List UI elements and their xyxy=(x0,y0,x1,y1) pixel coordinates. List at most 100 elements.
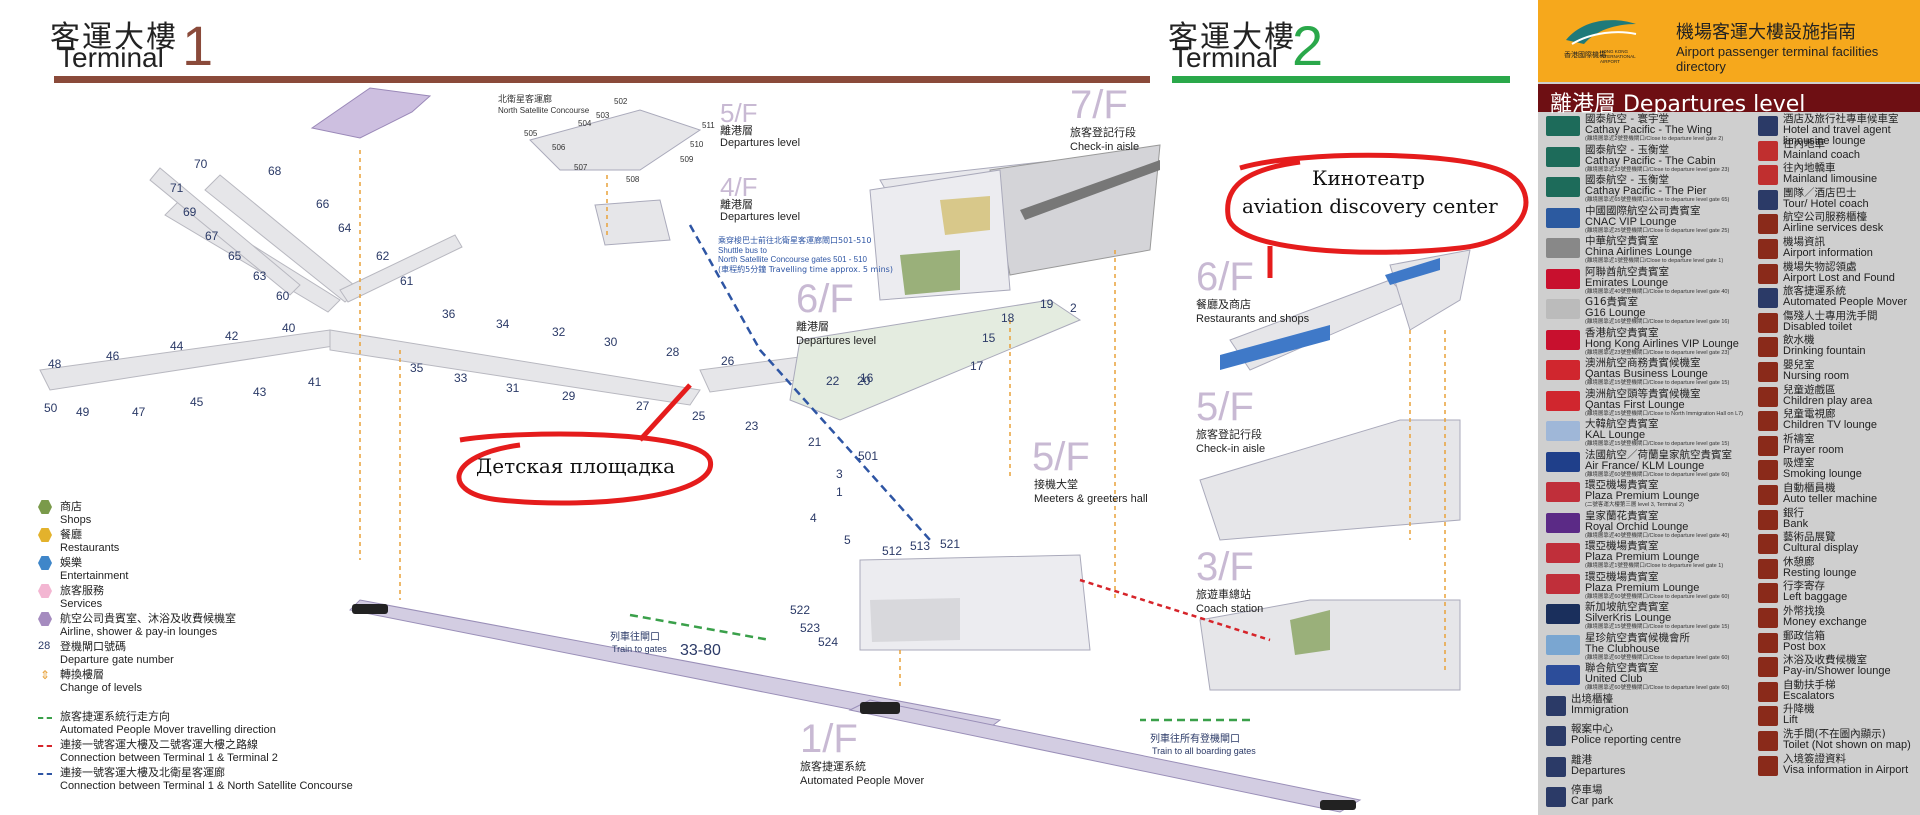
gate-label: 36 xyxy=(442,307,456,321)
apm-direction-icon xyxy=(38,717,52,719)
gate-label: 15 xyxy=(982,331,996,345)
service-name-en: Prayer room xyxy=(1783,443,1844,456)
service-icon xyxy=(1758,239,1778,259)
service-name-cn: 往內地車 xyxy=(1783,137,1825,150)
gate-label: 62 xyxy=(376,249,390,263)
lounge-note: (離境層靠近40號登機閘口/Close to departure level g… xyxy=(1585,288,1730,295)
lounge-name-cn: 香港航空貴賓室 xyxy=(1585,326,1659,339)
level-cn: 離港層 xyxy=(720,123,753,137)
lounge-name-en: Plaza Premium Lounge xyxy=(1585,551,1700,563)
gate-label: 63 xyxy=(253,269,267,283)
service-name-en: Airport Lost and Found xyxy=(1783,271,1895,284)
legend-cn: 娛樂 xyxy=(60,556,82,569)
gate-label: 60 xyxy=(276,289,290,303)
lounge-name-cn: G16貴賓室 xyxy=(1585,296,1638,308)
gate-label: 505 xyxy=(524,129,538,138)
gate-label: 510 xyxy=(690,140,704,149)
gate-label: 47 xyxy=(132,405,146,419)
service-item: 洗手間(不在圖內顯示)Toilet (Not shown on map) xyxy=(1758,729,1911,751)
lounge-name-en: G16 Lounge xyxy=(1585,307,1646,319)
gate-label: 511 xyxy=(702,121,715,130)
service-name-cn: 傷殘人士專用洗手間 xyxy=(1783,309,1878,322)
gate-label: 71 xyxy=(170,181,184,195)
gate-label: 34 xyxy=(496,317,510,331)
entertainment-icon xyxy=(38,556,52,570)
lounge-logo-icon xyxy=(1546,756,1566,777)
gate-label: 46 xyxy=(106,349,120,363)
gate-label: 506 xyxy=(552,143,566,152)
lounge-name-cn: 國泰航空 - 玉衡堂 xyxy=(1585,174,1669,186)
lounge-name-cn: 大韓航空貴賓室 xyxy=(1585,418,1659,430)
north-satellite-en: North Satellite Concourse xyxy=(498,106,590,115)
gate-label: 4 xyxy=(810,511,817,525)
lounge-logo-icon xyxy=(1546,329,1580,350)
service-name-cn: 洗手間(不在圖內顯示) xyxy=(1783,728,1886,740)
level-number: 5/F xyxy=(1196,385,1254,429)
service-icon xyxy=(1758,312,1778,333)
service-name-cn: 酒店及旅行社專車候車室 xyxy=(1783,113,1899,125)
lounge-name-cn: 阿聯酋航空貴賓室 xyxy=(1585,265,1669,278)
gate-label: 23 xyxy=(745,419,759,433)
service-name-en: Mainland coach xyxy=(1783,148,1861,161)
service-name-en: Tour/ Hotel coach xyxy=(1783,197,1869,210)
gate-label: 523 xyxy=(800,621,820,635)
departures-level-title: 離港層 Departures level xyxy=(1550,92,1806,117)
gate-label: 522 xyxy=(790,603,810,617)
gate-label: 509 xyxy=(680,155,694,164)
departures-level-band: 離港層 Departures level xyxy=(1538,84,1920,117)
lounge-logo-icon xyxy=(1546,634,1580,655)
legend-en: Services xyxy=(60,598,103,610)
shuttle-note-en2: North Satellite Concourse gates 501 - 51… xyxy=(718,255,868,264)
gate-label: 69 xyxy=(183,205,197,219)
gate-label: 22 xyxy=(826,374,840,388)
terminal1-lower-hall xyxy=(859,554,1091,651)
gate-label: 40 xyxy=(282,321,296,335)
level-en: Check-in aisle xyxy=(1196,443,1265,455)
service-name-en: Children play area xyxy=(1783,394,1873,407)
service-name-en: Escalators xyxy=(1783,689,1835,702)
service-icon xyxy=(1758,485,1778,505)
level-number: 5/F xyxy=(720,98,758,128)
service-name-cn: 銀行 xyxy=(1783,506,1804,519)
service-name-cn: 吸煙室 xyxy=(1783,457,1815,470)
gate-label: 50 xyxy=(44,401,58,415)
gate-label: 18 xyxy=(1001,311,1015,325)
lounge-name-en: The Clubhouse xyxy=(1585,642,1660,655)
playground-pointer xyxy=(638,383,692,442)
lounge-name-en: SilverKris Lounge xyxy=(1585,612,1672,624)
lounge-note: (離境層靠近40號登機閘口/Close to departure level g… xyxy=(1585,532,1730,539)
gate-numbers: 70 68 71 66 69 67 64 65 62 63 61 60 40 3… xyxy=(44,97,1077,649)
service-name-cn: 藝術品展覽 xyxy=(1783,531,1836,544)
directory-title-cn: 機場客運大樓設施指南 xyxy=(1676,22,1856,43)
lounge-logo-icon xyxy=(1546,116,1580,136)
service-name-en: Resting lounge xyxy=(1783,566,1857,579)
lounge-name-cn: 聯合航空貴賓室 xyxy=(1585,662,1659,674)
service-icon xyxy=(1758,706,1778,727)
train-note2-en: Train to all boarding gates xyxy=(1152,746,1256,756)
service-name-en: Disabled toilet xyxy=(1783,320,1853,333)
cinema-loop xyxy=(1225,152,1529,255)
service-icon xyxy=(1758,288,1778,309)
legend-en: Airline, shower & pay-in lounges xyxy=(60,626,218,638)
lounge-name-en: Police reporting centre xyxy=(1571,734,1682,746)
level-en: Departures level xyxy=(796,335,876,347)
lounge-logo-icon xyxy=(1546,787,1566,807)
gate-label: 503 xyxy=(596,111,610,120)
